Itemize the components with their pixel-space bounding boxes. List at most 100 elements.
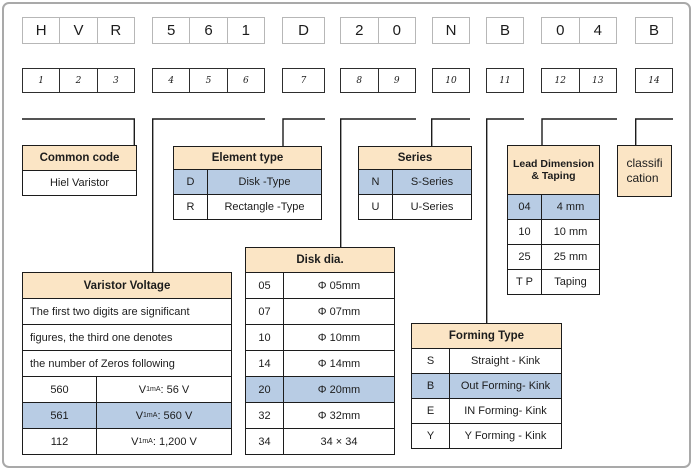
lead-dimension-header: Lead Dimension & Taping	[508, 146, 599, 195]
digit-positions-4-6: 4 5 6	[152, 68, 265, 93]
forming-type-table: Forming Type S Straight - Kink B Out For…	[411, 323, 562, 449]
classification-line2: cation	[626, 171, 659, 185]
classification-box: classifi cation	[617, 145, 672, 197]
code-char: 1	[241, 22, 250, 39]
code-cell: Y	[412, 424, 450, 448]
code-char: 4	[593, 22, 602, 39]
code-cell: 10	[508, 220, 542, 244]
code-group-forming: B	[486, 17, 524, 44]
table-row: 34 34 × 34	[246, 429, 394, 454]
code-cell: 04	[508, 195, 542, 219]
varistor-voltage-header: Varistor Voltage	[23, 273, 231, 299]
digit-position: 13	[592, 75, 604, 86]
lead-dimension-header-line2: & Taping	[531, 170, 576, 182]
label-cell: Φ 20mm	[317, 383, 361, 396]
digit-position-14: 14	[635, 68, 673, 93]
description-row: The first two digits are significant	[23, 299, 231, 325]
code-group-classification: B	[635, 17, 673, 44]
series-header: Series	[359, 147, 471, 170]
code-group-common: H V R	[22, 17, 135, 44]
code-char: 0	[392, 22, 401, 39]
label-cell: Rectangle -Type	[224, 201, 305, 213]
code-char: B	[648, 22, 659, 39]
digit-position: 11	[499, 75, 511, 86]
description-row: figures, the third one denotes	[23, 325, 231, 351]
lead-dimension-header-line1: Lead Dimension	[512, 158, 595, 170]
code-char: D	[298, 22, 309, 39]
label-cell: S-Series	[410, 176, 454, 188]
code-cell: T P	[508, 270, 542, 294]
label-cell: Straight - Kink	[470, 355, 541, 367]
code-cell: D	[174, 170, 208, 194]
table-row: 14 Φ 14mm	[246, 351, 394, 377]
label-cell: Y Forming - Kink	[464, 430, 547, 442]
code-cell: N	[359, 170, 393, 194]
digit-positions-12-13: 12 13	[541, 68, 617, 93]
label-cell: 4 mm	[556, 201, 585, 213]
code-char: R	[110, 22, 122, 39]
code-cell: 10	[246, 325, 284, 350]
description-line: The first two digits are significant	[30, 305, 190, 318]
code-cell: 25	[508, 245, 542, 269]
label-cell: Φ 05mm	[317, 279, 361, 292]
description-row: the number of Zeros following	[23, 351, 231, 377]
table-row: D Disk -Type	[174, 170, 321, 195]
code-cell: 34	[246, 429, 284, 454]
code-group-lead: 0 4	[541, 17, 617, 44]
code-group-voltage: 5 6 1	[152, 17, 265, 44]
element-type-header: Element type	[174, 147, 321, 170]
table-row: B Out Forming- Kink	[412, 374, 561, 399]
code-char: 0	[542, 18, 580, 43]
classification-line1: classifi	[626, 156, 663, 170]
label-cell: U-Series	[410, 201, 454, 213]
code-char: 6	[190, 18, 228, 43]
code-cell: B	[412, 374, 450, 398]
label-cell: Taping	[554, 276, 587, 288]
table-row: 07 Φ 07mm	[246, 299, 394, 325]
table-row: 10 10 mm	[508, 220, 599, 245]
label-cell: 34 × 34	[320, 435, 358, 448]
code-cell: 112	[23, 429, 97, 454]
digit-position: 6	[242, 75, 249, 86]
code-group-series: N	[432, 17, 470, 44]
digit-position: 9	[393, 75, 400, 86]
code-group-disk: 2 0	[340, 17, 416, 44]
forming-type-header: Forming Type	[412, 324, 561, 349]
varistor-voltage-table: Varistor Voltage The first two digits ar…	[22, 272, 232, 455]
digit-position: 7	[300, 75, 307, 86]
label-cell: 10 mm	[553, 226, 588, 238]
label-cell: IN Forming- Kink	[464, 405, 547, 417]
digit-positions-8-9: 8 9	[340, 68, 416, 93]
table-row: Y Y Forming - Kink	[412, 424, 561, 448]
label-cell: Φ 10mm	[317, 331, 361, 344]
code-char: B	[499, 22, 510, 39]
digit-position: 14	[648, 75, 660, 86]
code-cell: 32	[246, 403, 284, 428]
code-char: H	[23, 18, 61, 43]
digit-position: 4	[153, 69, 191, 92]
code-char: N	[445, 22, 457, 39]
digit-position-10: 10	[432, 68, 470, 93]
table-row: 32 Φ 32mm	[246, 403, 394, 429]
disk-dia-table: Disk dia. 05 Φ 05mm 07 Φ 07mm 10 Φ 10mm …	[245, 247, 395, 455]
digit-position: 12	[542, 69, 580, 92]
table-row: T P Taping	[508, 270, 599, 294]
label-cell: Disk -Type	[238, 176, 291, 188]
code-cell: 560	[23, 377, 97, 402]
label-cell: Φ 14mm	[317, 357, 361, 370]
code-cell: 14	[246, 351, 284, 376]
code-cell: E	[412, 399, 450, 423]
digit-positions-1-3: 1 2 3	[22, 68, 135, 93]
common-code-table: Common code Hiel Varistor	[22, 145, 137, 196]
table-row: 25 25 mm	[508, 245, 599, 270]
table-row: 10 Φ 10mm	[246, 325, 394, 351]
digit-position: 5	[190, 69, 228, 92]
code-char: V	[60, 18, 98, 43]
digit-position-11: 11	[486, 68, 524, 93]
code-cell: 20	[246, 377, 284, 402]
label-cell: 25 mm	[553, 251, 588, 263]
